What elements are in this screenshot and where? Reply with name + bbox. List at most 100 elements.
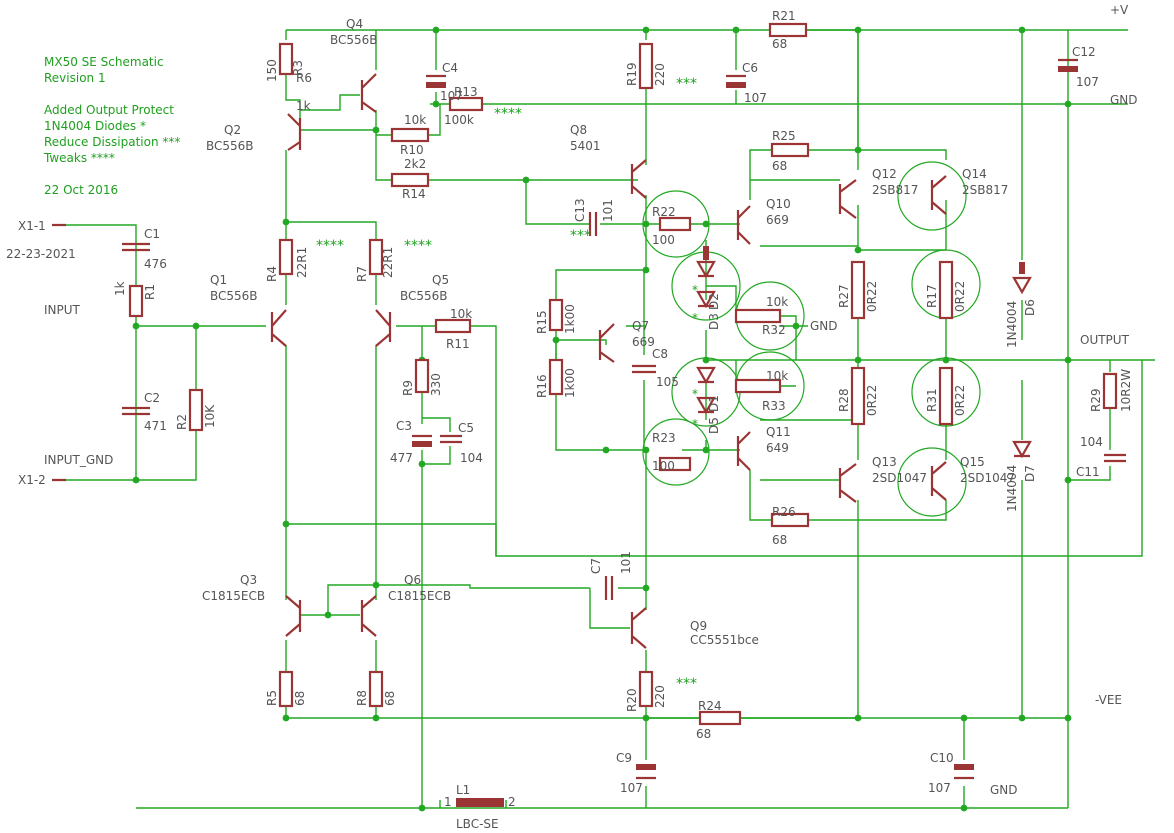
label-parts-D2: D2 — [707, 293, 721, 310]
label-markers-m3: *** — [676, 676, 697, 692]
label-nets-x12: X1-2 — [18, 473, 46, 487]
label-parts-C8-1: 105 — [656, 375, 679, 389]
label-parts-L1-0: L1 — [456, 783, 470, 797]
label-parts-C6-1: 107 — [744, 91, 767, 105]
label-parts-Q15-1: 2SD1047 — [960, 471, 1015, 485]
label-parts-R6-0: R6 — [296, 71, 312, 85]
label-parts-Q6-0: Q6 — [404, 573, 421, 587]
label-parts-R13-1: 100k — [444, 113, 474, 127]
label-notes-line4: 1N4004 Diodes * — [44, 119, 146, 133]
label-parts-R27-1: 0R22 — [865, 281, 879, 312]
label-notes-line1: MX50 SE Schematic — [44, 55, 164, 69]
label-parts-Q7-0: Q7 — [632, 319, 649, 333]
label-parts-Q11-1: 649 — [766, 441, 789, 455]
label-parts-C4-1: 107 — [440, 89, 463, 103]
label-parts-Q3-1: C1815ECB — [202, 589, 265, 603]
junctions — [132, 26, 1072, 812]
label-parts-R13-0: R13 — [454, 85, 478, 99]
label-parts-R4-1: 22R1 — [295, 247, 309, 278]
label-parts-R10-1: 10k — [404, 113, 426, 127]
label-parts-R5-1: 68 — [293, 691, 307, 706]
label-notes-line3: Added Output Protect — [44, 103, 174, 117]
label-notes-line5: Reduce Dissipation *** — [44, 135, 180, 149]
label-parts-Q10-1: 669 — [766, 213, 789, 227]
label-parts-R21-0: R21 — [772, 9, 796, 23]
label-parts-C11-0: C11 — [1076, 465, 1100, 479]
label-parts-C8-0: C8 — [652, 347, 668, 361]
label-parts-C1-1: 476 — [144, 257, 167, 271]
label-parts-C6-0: C6 — [742, 61, 758, 75]
label-nets-gnd3: GND — [990, 783, 1018, 797]
label-markers-m3: *** — [570, 228, 591, 244]
label-markers-m3: *** — [676, 76, 697, 92]
label-notes-line7: 22 Oct 2016 — [44, 183, 118, 197]
label-nets-gnd: GND — [1110, 93, 1138, 107]
label-parts-R25-0: R25 — [772, 129, 796, 143]
label-parts-L1-1: LBC-SE — [456, 817, 499, 831]
label-parts-Q3-0: Q3 — [240, 573, 257, 587]
label-parts-D5: D5 — [707, 417, 721, 434]
label-parts-R16-1: 1k00 — [563, 368, 577, 398]
label-nets-x11: X1-1 — [18, 219, 46, 233]
label-parts-R14-0: R14 — [402, 187, 426, 201]
label-parts-Q2-0: Q2 — [224, 123, 241, 137]
label-parts-R20-1: 220 — [653, 685, 667, 708]
label-parts-R24-0: R24 — [698, 699, 722, 713]
label-parts-Q2-1: BC556B — [206, 139, 254, 153]
label-nets-vee: -VEE — [1095, 693, 1122, 707]
label-parts-D3: D3 — [707, 313, 721, 330]
label-parts-R19-1: 220 — [653, 63, 667, 86]
label-parts-R1-1: 1k — [113, 281, 127, 296]
label-parts-Q15-0: Q15 — [960, 455, 985, 469]
label-parts-Q7-1: 669 — [632, 335, 655, 349]
label-parts-R31-0: R31 — [925, 388, 939, 412]
label-markers-star: * — [692, 311, 698, 325]
label-parts-R22-0: R22 — [652, 205, 676, 219]
label-parts-C7-1: 101 — [619, 551, 633, 574]
label-parts-R19-0: R19 — [625, 62, 639, 86]
label-notes-line2: Revision 1 — [44, 71, 106, 85]
label-parts-R20-0: R20 — [625, 688, 639, 712]
label-parts-C3-1: 477 — [390, 451, 413, 465]
label-parts-R32-1: 10k — [766, 295, 788, 309]
label-parts-R17-1: 0R22 — [953, 281, 967, 312]
label-parts-R33-0: R33 — [762, 399, 786, 413]
label-parts-C12-0: C12 — [1072, 45, 1096, 59]
label-parts-R3-1: R3 — [291, 60, 305, 76]
label-nets-input: INPUT — [44, 303, 81, 317]
label-parts-R9-1: 330 — [429, 373, 443, 396]
label-markers-star: * — [692, 283, 698, 297]
label-parts-Q4-1: BC556B — [330, 33, 378, 47]
label-markers-star: * — [692, 387, 698, 401]
label-nets-gnd2: GND — [810, 319, 838, 333]
label-parts-C5-1: 104 — [460, 451, 483, 465]
components — [52, 22, 1126, 807]
label-parts-R8-1: 68 — [383, 691, 397, 706]
label-parts-R29-0: R29 — [1089, 388, 1103, 412]
label-parts-D7-0: D7 — [1023, 465, 1037, 482]
label-parts-Q9-1: CC5551bce — [690, 633, 759, 647]
label-parts-Q1-0: Q1 — [210, 273, 227, 287]
label-parts-C9-1: 107 — [620, 781, 643, 795]
label-parts-R15-0: R15 — [535, 310, 549, 334]
label-parts-D6-1: 1N4004 — [1005, 301, 1019, 348]
label-nets-vplus: +V — [1110, 3, 1129, 17]
label-markers-star: * — [692, 417, 698, 431]
label-notes-line6: Tweaks **** — [43, 151, 115, 165]
label-parts-R14-1: 2k2 — [404, 157, 426, 171]
label-parts-R8-0: R8 — [355, 690, 369, 706]
label-parts-R2-1: 10K — [203, 404, 217, 428]
label-parts-Q5-0: Q5 — [432, 273, 449, 287]
label-markers-m4: **** — [494, 106, 522, 122]
label-parts-R2-0: R2 — [175, 414, 189, 430]
label-nets-input_gnd: INPUT_GND — [44, 453, 113, 467]
label-parts-Q9-0: Q9 — [690, 619, 707, 633]
label-parts-R21-1: 68 — [772, 37, 787, 51]
protect-rings — [642, 161, 981, 517]
label-parts-R27-0: R27 — [837, 284, 851, 308]
label-parts-R31-1: 0R22 — [953, 385, 967, 416]
label-parts-R1-0: R1 — [143, 284, 157, 300]
label-parts-C5-0: C5 — [458, 421, 474, 435]
